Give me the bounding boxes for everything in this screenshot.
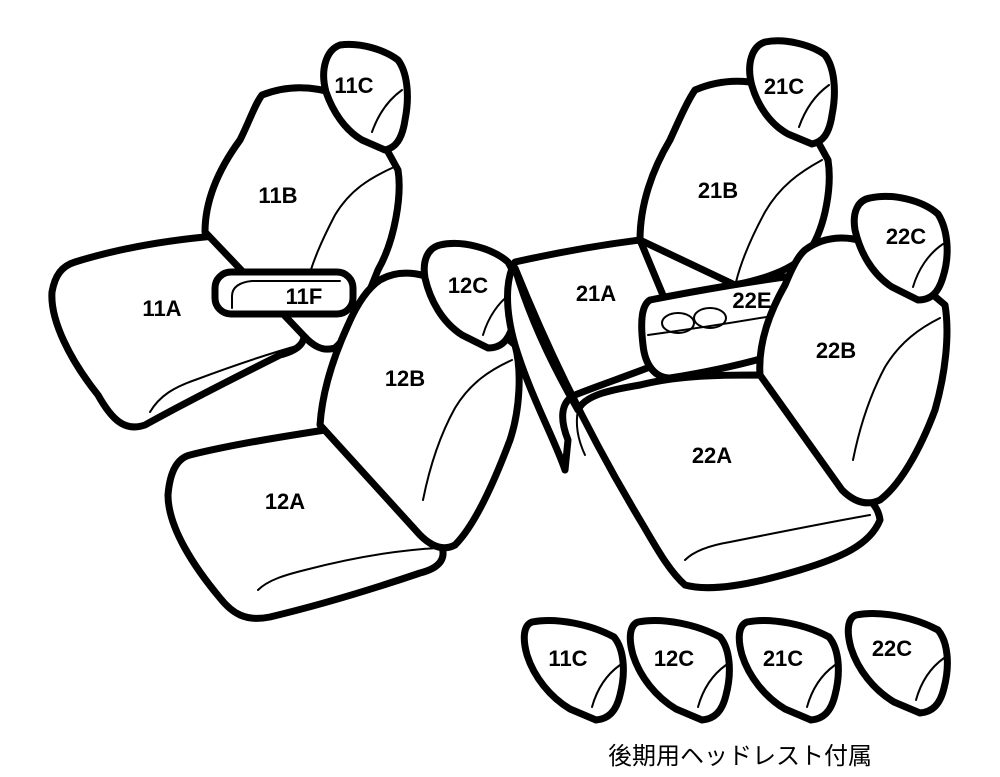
label-22c: 22C (886, 224, 926, 249)
seat-21c-headrest (746, 37, 838, 148)
label-12b: 12B (385, 366, 425, 391)
label-11b: 11B (258, 183, 297, 208)
spare-headrest-11c: 11C (520, 616, 627, 724)
seat-21b-side-panel (735, 159, 823, 283)
spare-label-21c: 21C (763, 646, 803, 671)
seat-12b-side-panel (422, 359, 513, 501)
seat-21c-side-panel (798, 84, 830, 128)
seat-22a-rear-panel (575, 409, 586, 456)
cup-holder-right (693, 307, 727, 329)
seat-11c-headrest (320, 40, 411, 154)
label-12c: 12C (448, 273, 488, 298)
label-12a: 12A (265, 489, 305, 514)
seat-21: 21A 21B 21C (504, 37, 838, 474)
seat-12a-front-panel (257, 547, 439, 591)
label-21a: 21A (576, 281, 616, 306)
spare-label-12c: 12C (654, 646, 694, 671)
spare-label-22c: 22C (872, 636, 912, 661)
seat-11b-side-panel (304, 167, 393, 291)
label-21c: 21C (764, 74, 804, 99)
label-22e: 22E (732, 288, 771, 313)
seat-11c-side-panel (371, 89, 403, 133)
spare-headrests: 11C 12C 21C 22C (520, 609, 951, 724)
seat-22a-cushion (511, 264, 884, 592)
label-22b: 22B (816, 338, 856, 363)
seat-21a-cushion (504, 236, 669, 474)
label-11c: 11C (334, 73, 373, 98)
spare-headrest-22c: 22C (844, 609, 951, 717)
seat-22b-side-panel (852, 317, 941, 461)
cup-holder-left (661, 312, 695, 334)
caption: 後期用ヘッドレスト付属 (608, 742, 872, 770)
seat-22a-front-panel (684, 514, 871, 561)
spare-label-11c: 11C (548, 646, 587, 671)
seat-11a-front-panel (149, 344, 301, 413)
seat-22c-side-panel (912, 243, 944, 288)
label-11f: 11F (286, 284, 323, 309)
label-22a: 22A (692, 443, 732, 468)
spare-headrest-12c: 12C (626, 616, 733, 724)
seat-22c-headrest (850, 192, 951, 304)
label-11a: 11A (142, 296, 181, 321)
armrest-11f (211, 268, 357, 318)
seat-22: 22A 22B 22C 22E (511, 192, 951, 592)
label-21b: 21B (698, 178, 738, 203)
spare-headrest-21c: 21C (735, 616, 842, 724)
seat-12: 12A 12B 12C (164, 240, 523, 622)
armrest-11f-panel (231, 280, 341, 309)
seat-12a-cushion (164, 426, 447, 622)
seat-12c-headrest (420, 240, 521, 352)
